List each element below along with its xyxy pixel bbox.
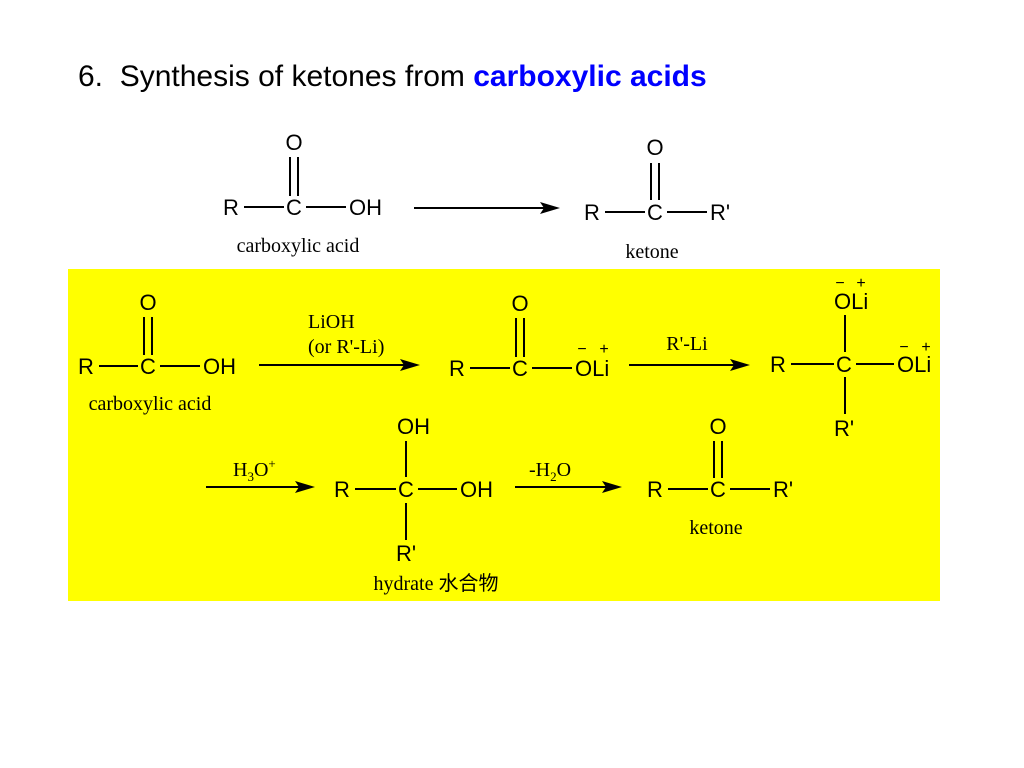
atom-c: C bbox=[286, 195, 302, 220]
reagent-h3o: H3O+ bbox=[233, 456, 276, 484]
step2-arrow: R'-Li bbox=[629, 333, 750, 371]
label-carboxylic-acid: carboxylic acid bbox=[89, 393, 212, 415]
atom-r: R bbox=[78, 354, 94, 379]
atom-oh-right: OH bbox=[460, 477, 493, 502]
step2-dianion: − + OLi R C OLi − + R' bbox=[770, 275, 931, 441]
atom-r: R bbox=[584, 200, 600, 225]
final-ketone: O R C R' ketone bbox=[647, 414, 793, 539]
atom-oh-top: OH bbox=[397, 414, 430, 439]
atom-o: O bbox=[709, 414, 726, 439]
charge-plus: + bbox=[856, 275, 865, 292]
label-carboxylic-acid: carboxylic acid bbox=[237, 235, 360, 257]
atom-c: C bbox=[398, 477, 414, 502]
charge-minus: − bbox=[899, 339, 908, 356]
atom-o: O bbox=[646, 135, 663, 160]
step3-arrow: H3O+ bbox=[206, 456, 315, 493]
atom-oh: OH bbox=[349, 195, 382, 220]
atom-c: C bbox=[647, 200, 663, 225]
atom-oli: OLi bbox=[575, 356, 609, 381]
reagent-or-rli: (or R'-Li) bbox=[308, 336, 384, 358]
atom-c: C bbox=[140, 354, 156, 379]
reagent-lioh: LiOH bbox=[308, 311, 355, 333]
title-highlight: carboxylic acids bbox=[473, 60, 707, 93]
atom-r: R bbox=[449, 356, 465, 381]
atom-o: O bbox=[285, 130, 302, 155]
top-ketone: O R C R' ketone bbox=[584, 135, 730, 263]
atom-r-prime: R' bbox=[773, 477, 793, 502]
label-ketone: ketone bbox=[689, 517, 742, 539]
atom-r: R bbox=[770, 352, 786, 377]
step4-arrow: -H2O bbox=[515, 459, 622, 493]
top-carboxylic-acid: O R C OH carboxylic acid bbox=[223, 130, 382, 257]
page-title: 6. Synthesis of ketones from carboxylic … bbox=[78, 60, 707, 94]
title-text: Synthesis of ketones from bbox=[119, 60, 465, 93]
charge-minus: − bbox=[835, 275, 844, 292]
atom-o: O bbox=[511, 291, 528, 316]
label-ketone: ketone bbox=[625, 241, 678, 263]
atom-oli-right: OLi bbox=[897, 352, 931, 377]
hydrate: OH R C OH R' hydrate 水合物 bbox=[334, 414, 498, 595]
reagent-rli: R'-Li bbox=[666, 333, 708, 355]
atom-oli-top: OLi bbox=[834, 289, 868, 314]
atom-o: O bbox=[139, 290, 156, 315]
atom-r-prime: R' bbox=[710, 200, 730, 225]
top-arrow bbox=[414, 202, 560, 214]
atom-r: R bbox=[223, 195, 239, 220]
atom-c: C bbox=[512, 356, 528, 381]
atom-r: R bbox=[334, 477, 350, 502]
atom-c: C bbox=[836, 352, 852, 377]
atom-r-prime: R' bbox=[834, 416, 854, 441]
step1-carboxylate: O R C OLi − + bbox=[449, 291, 609, 381]
atom-r-prime: R' bbox=[396, 541, 416, 566]
reagent-minus-water: -H2O bbox=[529, 459, 571, 484]
label-hydrate: hydrate 水合物 bbox=[374, 572, 499, 595]
step1-arrow: LiOH (or R'-Li) bbox=[259, 311, 420, 371]
mechanism-panel bbox=[68, 269, 940, 601]
atom-oh: OH bbox=[203, 354, 236, 379]
charge-plus: + bbox=[921, 339, 930, 356]
title-number: 6. bbox=[78, 60, 104, 93]
charge-plus: + bbox=[599, 341, 608, 358]
step1-carboxylic-acid: O R C OH carboxylic acid bbox=[78, 290, 236, 415]
atom-r: R bbox=[647, 477, 663, 502]
charge-minus: − bbox=[577, 341, 586, 358]
atom-c: C bbox=[710, 477, 726, 502]
